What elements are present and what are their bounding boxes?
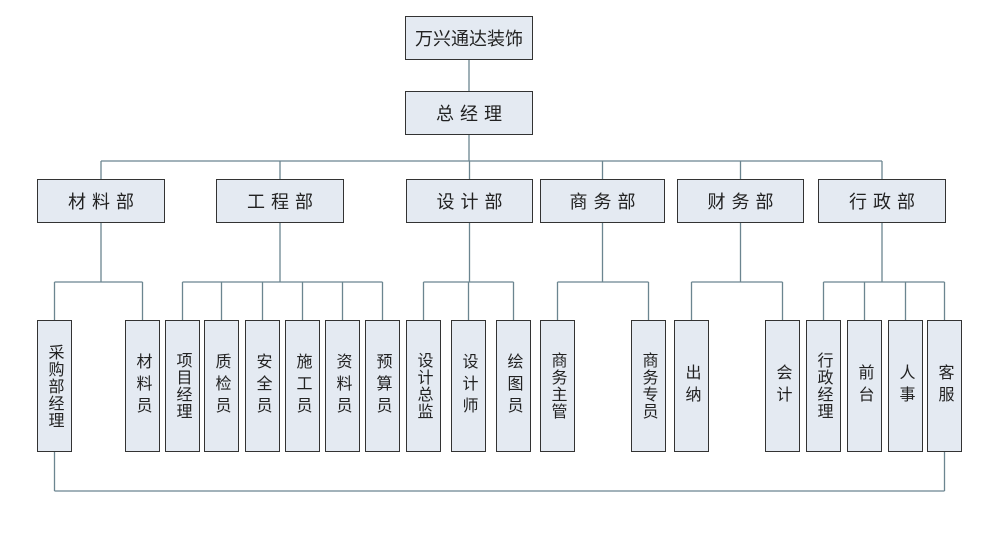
role-box: 行政经理 xyxy=(806,320,841,452)
department-name: 工程部 xyxy=(247,192,319,213)
role-box: 预算员 xyxy=(365,320,400,452)
role-name: 前台 xyxy=(855,364,875,408)
department-box: 材料部 xyxy=(37,179,165,223)
role-name: 商务专员 xyxy=(639,352,659,420)
department-box: 财务部 xyxy=(677,179,804,223)
department-box: 工程部 xyxy=(216,179,344,223)
role-name: 安全员 xyxy=(253,353,273,419)
department-name: 设计部 xyxy=(436,192,509,213)
department-box: 设计部 xyxy=(406,179,533,223)
role-name: 资料员 xyxy=(333,353,353,419)
role-name: 材料员 xyxy=(133,353,153,419)
role-name: 预算员 xyxy=(373,353,393,419)
role-name: 出纳 xyxy=(682,364,702,408)
role-box: 商务主管 xyxy=(540,320,575,452)
company-box: 万兴通达装饰 xyxy=(405,16,533,60)
role-box: 安全员 xyxy=(245,320,280,452)
role-box: 材料员 xyxy=(125,320,160,452)
role-name: 设计总监 xyxy=(414,352,434,420)
department-box: 商务部 xyxy=(540,179,665,223)
department-box: 行政部 xyxy=(818,179,946,223)
role-name: 项目经理 xyxy=(173,352,193,420)
department-name: 材料部 xyxy=(68,192,140,213)
department-name: 财务部 xyxy=(707,192,780,213)
role-box: 客服 xyxy=(927,320,962,452)
role-box: 前台 xyxy=(847,320,882,452)
role-box: 采购部经理 xyxy=(37,320,72,452)
role-box: 项目经理 xyxy=(165,320,200,452)
role-box: 会计 xyxy=(765,320,800,452)
company-name: 万兴通达装饰 xyxy=(415,29,523,50)
role-box: 商务专员 xyxy=(631,320,666,452)
role-box: 设计师 xyxy=(451,320,486,452)
role-name: 绘图员 xyxy=(504,353,524,419)
general-manager-label: 总经理 xyxy=(436,104,508,125)
role-box: 质检员 xyxy=(204,320,239,452)
role-box: 出纳 xyxy=(674,320,709,452)
role-name: 人事 xyxy=(896,364,916,408)
role-box: 设计总监 xyxy=(406,320,441,452)
role-box: 人事 xyxy=(888,320,923,452)
role-name: 客服 xyxy=(935,364,955,408)
department-name: 商务部 xyxy=(569,192,642,213)
role-name: 行政经理 xyxy=(814,352,834,420)
role-name: 设计师 xyxy=(459,353,479,419)
role-box: 绘图员 xyxy=(496,320,531,452)
department-name: 行政部 xyxy=(849,192,921,213)
role-name: 采购部经理 xyxy=(45,343,65,429)
role-name: 商务主管 xyxy=(548,352,568,420)
role-box: 施工员 xyxy=(285,320,320,452)
general-manager-box: 总经理 xyxy=(405,91,533,135)
role-box: 资料员 xyxy=(325,320,360,452)
role-name: 会计 xyxy=(773,364,793,408)
role-name: 施工员 xyxy=(293,353,313,419)
role-name: 质检员 xyxy=(212,353,232,419)
